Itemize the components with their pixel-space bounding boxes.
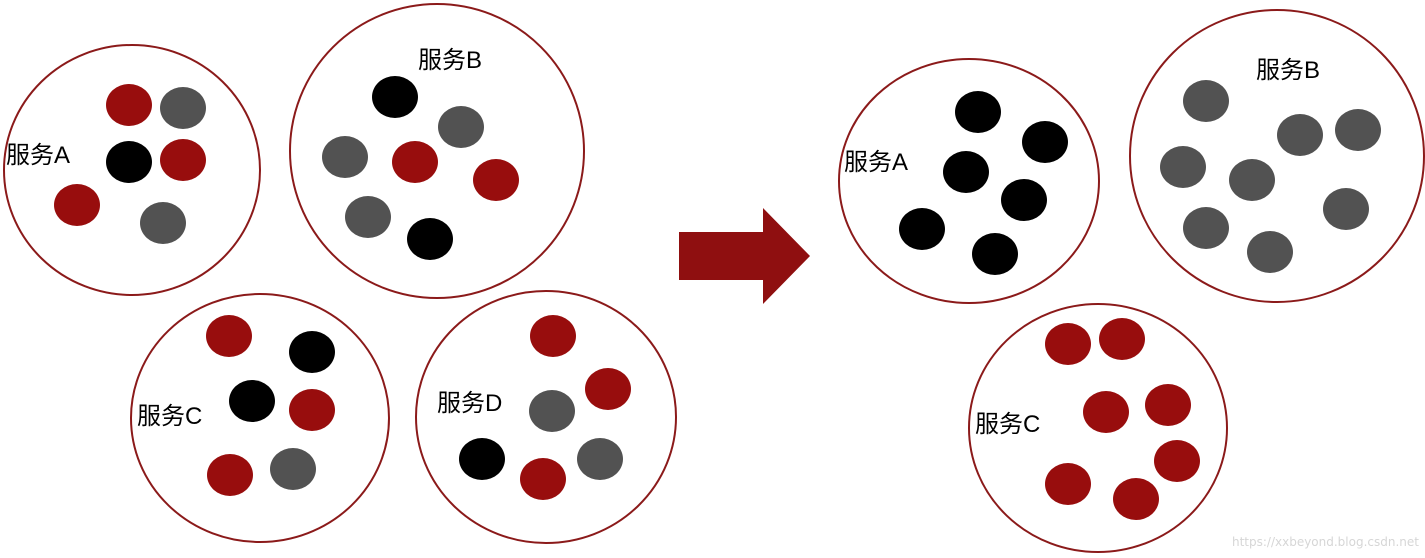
gray-instance-dot	[345, 196, 391, 238]
service-circle-left-d: 服务D	[415, 290, 677, 544]
circle-outline	[1129, 9, 1425, 303]
service-label: 服务C	[975, 411, 1040, 438]
transform-arrow	[679, 208, 810, 304]
red-instance-dot	[289, 389, 335, 431]
red-instance-dot	[54, 184, 100, 226]
service-label: 服务A	[6, 142, 70, 169]
service-circle-left-b: 服务B	[289, 3, 585, 299]
dot-group	[322, 76, 519, 260]
circle-outline	[289, 3, 585, 299]
service-label: 服务B	[1256, 57, 1320, 84]
black-instance-dot	[407, 218, 453, 260]
circle-outline	[968, 303, 1228, 553]
gray-instance-dot	[1323, 188, 1369, 230]
gray-instance-dot	[438, 106, 484, 148]
gray-instance-dot	[270, 448, 316, 490]
black-instance-dot	[106, 141, 152, 183]
gray-instance-dot	[577, 438, 623, 480]
service-label: 服务B	[418, 47, 482, 74]
gray-instance-dot	[1160, 146, 1206, 188]
red-instance-dot	[106, 84, 152, 126]
circle-outline	[838, 58, 1100, 304]
watermark-text: https://xxbeyond.blog.csdn.net	[1231, 535, 1419, 549]
service-label: 服务A	[844, 149, 908, 176]
dot-group	[899, 91, 1068, 275]
red-instance-dot	[1083, 391, 1129, 433]
black-instance-dot	[1001, 179, 1047, 221]
dot-group	[1160, 80, 1381, 273]
gray-instance-dot	[1183, 207, 1229, 249]
service-circle-right-a: 服务A	[838, 58, 1100, 304]
circle-outline	[415, 290, 677, 544]
service-circle-left-a: 服务A	[3, 44, 261, 296]
red-instance-dot	[1145, 384, 1191, 426]
red-instance-dot	[206, 315, 252, 357]
red-instance-dot	[473, 159, 519, 201]
black-instance-dot	[372, 76, 418, 118]
gray-instance-dot	[1335, 109, 1381, 151]
red-instance-dot	[1099, 318, 1145, 360]
service-label: 服务D	[437, 390, 502, 417]
service-label: 服务C	[137, 403, 202, 430]
gray-instance-dot	[322, 136, 368, 178]
red-instance-dot	[1045, 323, 1091, 365]
black-instance-dot	[289, 331, 335, 373]
red-instance-dot	[207, 454, 253, 496]
service-circle-right-c: 服务C	[968, 303, 1228, 553]
black-instance-dot	[943, 151, 989, 193]
red-instance-dot	[1154, 440, 1200, 482]
dot-group	[206, 315, 335, 496]
circle-outline	[130, 293, 390, 543]
gray-instance-dot	[1277, 114, 1323, 156]
service-circle-right-b: 服务B	[1129, 9, 1425, 303]
black-instance-dot	[955, 91, 1001, 133]
dot-group	[1045, 318, 1200, 520]
black-instance-dot	[899, 208, 945, 250]
gray-instance-dot	[160, 87, 206, 129]
circle-outline	[3, 44, 261, 296]
red-instance-dot	[1113, 478, 1159, 520]
service-circle-left-c: 服务C	[130, 293, 390, 543]
gray-instance-dot	[140, 202, 186, 244]
gray-instance-dot	[529, 390, 575, 432]
gray-instance-dot	[1247, 231, 1293, 273]
dot-group	[459, 315, 631, 500]
red-instance-dot	[530, 315, 576, 357]
black-instance-dot	[459, 438, 505, 480]
black-instance-dot	[972, 233, 1018, 275]
red-instance-dot	[1045, 463, 1091, 505]
red-instance-dot	[585, 368, 631, 410]
red-instance-dot	[392, 141, 438, 183]
gray-instance-dot	[1183, 80, 1229, 122]
black-instance-dot	[229, 380, 275, 422]
red-instance-dot	[520, 458, 566, 500]
black-instance-dot	[1022, 121, 1068, 163]
dot-group	[54, 84, 206, 244]
gray-instance-dot	[1229, 159, 1275, 201]
red-instance-dot	[160, 139, 206, 181]
